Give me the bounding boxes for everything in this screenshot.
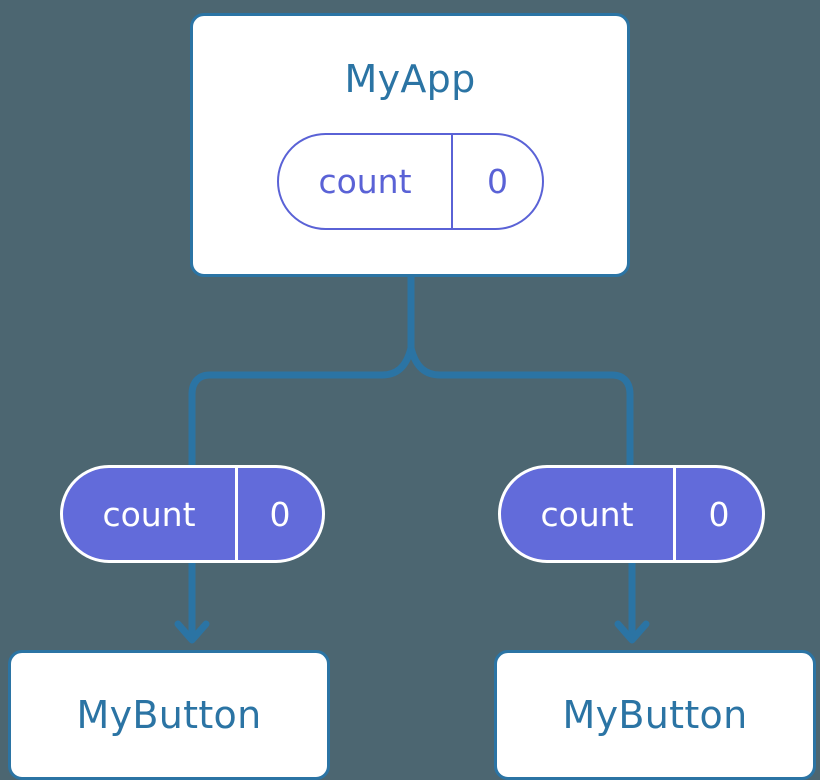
props-pill-left[interactable]: count 0 [60,465,325,563]
props-value-label-right: 0 [673,468,762,560]
state-pill-myapp[interactable]: count 0 [277,133,544,230]
component-card-mybutton-left[interactable]: MyButton [8,650,330,780]
props-key-label-right: count [540,494,634,534]
props-key-label-left: count [102,494,196,534]
component-name-mybutton-right: MyButton [562,693,748,737]
component-card-mybutton-right[interactable]: MyButton [494,650,816,780]
props-value-label-left: 0 [235,468,322,560]
arrow-head-right-icon [614,620,650,644]
component-name-mybutton-left: MyButton [76,693,262,737]
component-name-myapp: MyApp [344,57,476,101]
state-value-label: 0 [451,135,542,228]
props-pill-right[interactable]: count 0 [498,465,765,563]
state-key-label: count [318,162,412,201]
arrow-head-left-icon [174,620,210,644]
